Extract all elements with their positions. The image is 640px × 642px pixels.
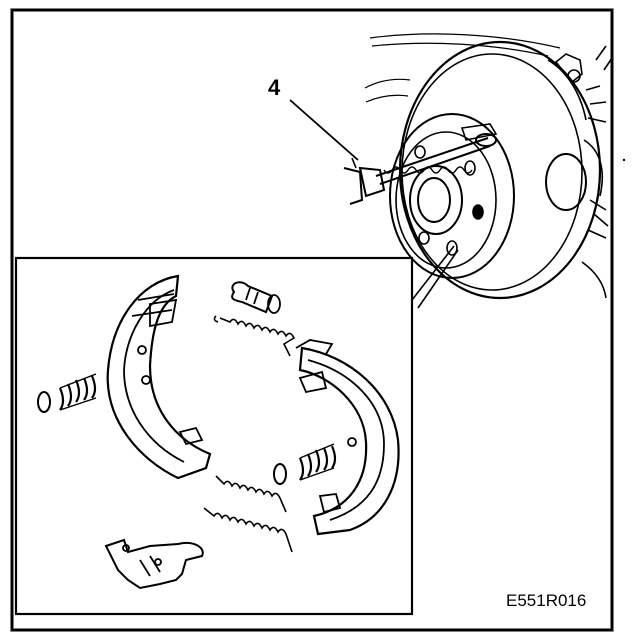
middle-spring <box>215 475 287 513</box>
figure-code: E551R016 <box>506 591 586 610</box>
stray-mark <box>622 158 626 162</box>
left-hold-down-spring <box>37 373 97 413</box>
inset-frame <box>14 256 414 616</box>
right-hold-down-spring <box>273 443 337 485</box>
upper-return-spring <box>219 317 296 357</box>
detail-leader <box>411 245 459 309</box>
inset-exploded-view <box>37 274 400 590</box>
outer-frame <box>10 8 614 632</box>
brake-disc-assembly <box>343 33 613 300</box>
lower-return-spring <box>203 507 293 553</box>
callout-4-label: 4 <box>268 75 281 100</box>
callout-4: 4 <box>268 75 359 161</box>
right-brake-shoe <box>295 339 400 536</box>
left-brake-shoe <box>106 274 212 480</box>
handbrake-lever <box>104 538 204 590</box>
adjuster-cylinder <box>231 281 281 314</box>
